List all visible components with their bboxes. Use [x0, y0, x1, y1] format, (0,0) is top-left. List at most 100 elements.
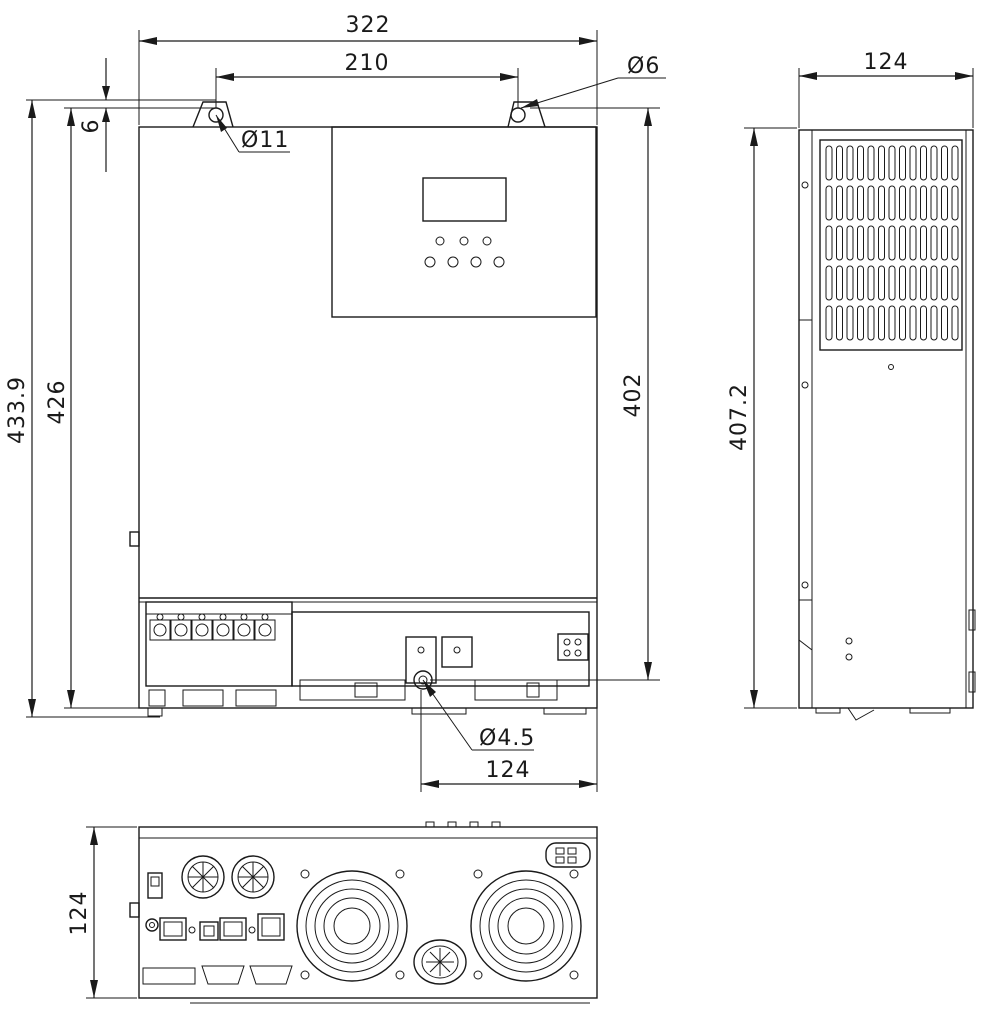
side-vent-slots [825, 145, 959, 341]
vent-slot [909, 145, 917, 181]
vent-slot [846, 305, 854, 341]
vent-slot [846, 265, 854, 301]
vent-slot [836, 185, 843, 221]
vent-slot [857, 185, 864, 221]
vent-slot [930, 265, 938, 301]
vent-slot [867, 265, 875, 301]
vent-slot [888, 185, 896, 221]
mount-hole-right [510, 107, 526, 123]
vent-slot [878, 305, 885, 341]
vent-slot [920, 305, 927, 341]
vent-slot [909, 185, 917, 221]
vent-slot [836, 225, 843, 261]
port-rj45 [159, 917, 187, 941]
vent-slot [825, 225, 833, 261]
dim-top-hole-diameter: Ø6 [627, 54, 660, 79]
vent-slot [899, 265, 906, 301]
bottom-pv-connector [545, 842, 591, 868]
battery-terminal-negative [441, 636, 473, 668]
mount-tab-left [192, 101, 234, 128]
vent-slot [888, 145, 896, 181]
vent-slot [941, 145, 948, 181]
vent-slot [930, 225, 938, 261]
fan-right [470, 869, 582, 982]
battery-terminal-area [291, 611, 590, 687]
vent-slot [867, 145, 875, 181]
bottom-view [129, 821, 598, 1004]
battery-terminal-positive [405, 636, 437, 684]
vent-slot [867, 305, 875, 341]
dim-keyhole-diameter: Ø11 [241, 128, 289, 153]
vent-slot [941, 305, 948, 341]
front-body-outline [138, 126, 598, 709]
vent-slot [899, 225, 906, 261]
side-view [798, 129, 976, 721]
vent-slot [899, 185, 906, 221]
dim-ground-offset: 124 [486, 758, 531, 783]
side-dimensions: 124 407.2 [727, 50, 974, 709]
vent-slot [941, 225, 948, 261]
vent-slot [888, 305, 896, 341]
ac-terminal-block [145, 601, 293, 687]
vent-slot [888, 225, 896, 261]
vent-slot [899, 145, 906, 181]
vent-slot [888, 265, 896, 301]
vent-slot [846, 145, 854, 181]
pv-connector [557, 633, 589, 661]
lcd-screen [422, 177, 507, 222]
port-usb [219, 917, 247, 941]
vent-slot [930, 305, 938, 341]
front-display-panel [331, 126, 597, 318]
dim-bottom-depth: 124 [67, 891, 92, 936]
dim-ground-hole-diameter: Ø4.5 [479, 726, 535, 751]
vent-slot [836, 265, 843, 301]
vent-slot [920, 145, 927, 181]
front-view [129, 101, 598, 717]
vent-slot [836, 305, 843, 341]
vent-slot [951, 145, 959, 181]
vent-slot [930, 145, 938, 181]
front-dimensions: 322 210 Ø6 Ø11 6 433.9 [5, 13, 666, 792]
vent-slot [825, 305, 833, 341]
dim-mount-height: 402 [621, 373, 646, 418]
vent-slot [878, 265, 885, 301]
vent-slot [857, 305, 864, 341]
dim-body-height: 426 [45, 380, 70, 425]
vent-slot [825, 185, 833, 221]
panel-button [447, 256, 459, 268]
dim-side-height: 407.2 [727, 383, 752, 451]
vent-slot [951, 305, 959, 341]
vent-slot [878, 145, 885, 181]
side-body-outline [798, 129, 974, 709]
vent-slot [909, 225, 917, 261]
vent-slot [930, 185, 938, 221]
panel-button [470, 256, 482, 268]
vent-slot [951, 265, 959, 301]
led-indicator [459, 236, 469, 246]
panel-button [493, 256, 505, 268]
vent-slot [825, 145, 833, 181]
vent-slot [867, 225, 875, 261]
bottom-dimensions: 124 [67, 826, 137, 999]
vent-slot [857, 225, 864, 261]
vent-slot [857, 265, 864, 301]
dim-hole-spacing: 210 [345, 51, 390, 76]
vent-slot [941, 265, 948, 301]
dim-side-depth: 124 [864, 50, 909, 75]
vent-slot [878, 185, 885, 221]
db9-port [201, 965, 245, 985]
vent-slot [867, 185, 875, 221]
vent-slot [941, 185, 948, 221]
led-indicator [435, 236, 445, 246]
vent-slot [909, 305, 917, 341]
vent-slot [825, 265, 833, 301]
vent-slot [951, 225, 959, 261]
vent-slot [899, 305, 906, 341]
vent-slot [920, 225, 927, 261]
side-vent-panel [819, 139, 963, 351]
vent-slot [951, 185, 959, 221]
fan-left [296, 869, 408, 982]
vent-slot [878, 225, 885, 261]
vent-slot [920, 265, 927, 301]
